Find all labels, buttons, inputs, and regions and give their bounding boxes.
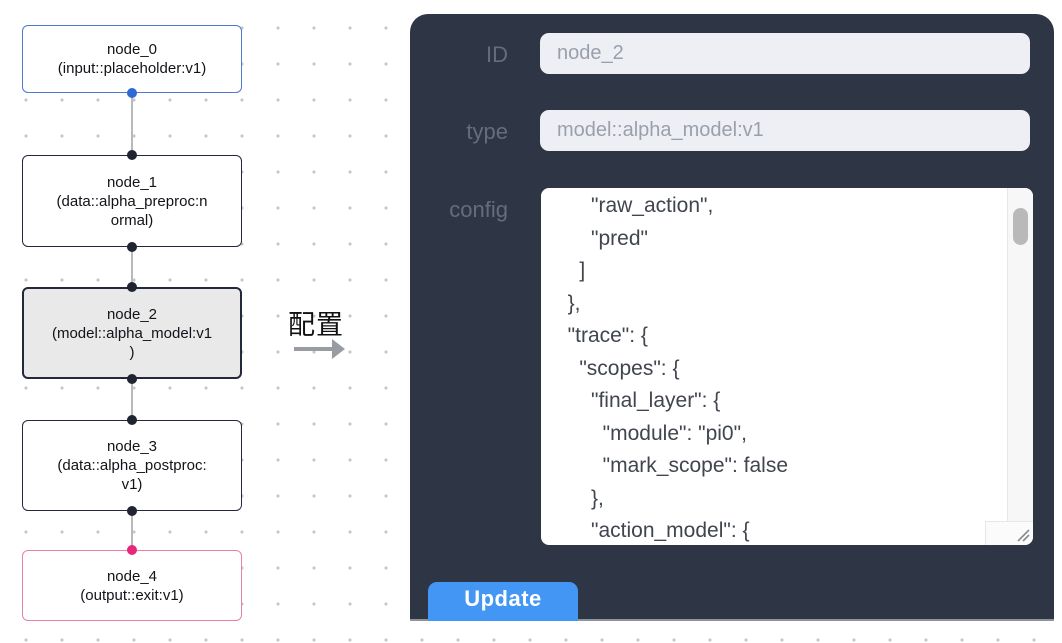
- flow-node-node_0[interactable]: node_0 (input::placeholder:v1): [22, 25, 242, 93]
- edge-node_1-node_2[interactable]: [131, 247, 133, 287]
- port-node_4-in[interactable]: [127, 545, 137, 555]
- type-field-label: type: [466, 119, 508, 144]
- config-field-label: config: [449, 197, 508, 222]
- id-input[interactable]: [540, 33, 1030, 74]
- flow-canvas: node_0 (input::placeholder:v1) node_1 (d…: [0, 0, 410, 643]
- flow-node-node_4[interactable]: node_4 (output::exit:v1): [22, 550, 242, 621]
- node-title: node_1: [106, 173, 158, 191]
- port-node_1-out[interactable]: [127, 242, 137, 252]
- node-title: node_2: [106, 305, 158, 323]
- configure-label: 配置: [288, 310, 344, 340]
- node-subtitle: (output::exit:v1): [80, 586, 184, 604]
- arrow-right-head-icon: [332, 339, 345, 359]
- configure-annotation: 配置: [288, 303, 398, 359]
- resize-grip-icon[interactable]: [1014, 526, 1030, 542]
- node-subtitle: ): [129, 343, 135, 361]
- update-button[interactable]: Update: [428, 582, 578, 621]
- arrow-right-icon: [294, 347, 332, 351]
- node-subtitle: ormal): [110, 211, 154, 229]
- port-node_3-in[interactable]: [127, 415, 137, 425]
- edge-node_3-node_4[interactable]: [131, 511, 133, 550]
- port-node_0-out[interactable]: [127, 88, 137, 98]
- port-node_1-in[interactable]: [127, 150, 137, 160]
- node-title: node_0: [106, 41, 158, 58]
- config-textarea[interactable]: "raw_action", "pred" ] }, "trace": { "sc…: [541, 188, 1033, 545]
- config-scrollbar-track[interactable]: [1007, 188, 1033, 521]
- node-subtitle: (data::alpha_postproc:: [57, 457, 207, 474]
- edge-node_2-node_3[interactable]: [131, 379, 133, 420]
- config-json-text[interactable]: "raw_action", "pred" ] }, "trace": { "sc…: [567, 194, 788, 542]
- flow-node-node_1[interactable]: node_1 (data::alpha_preproc:n ormal): [22, 155, 242, 247]
- port-node_3-out[interactable]: [127, 506, 137, 516]
- node-title: node_3: [106, 438, 158, 455]
- node-subtitle: (model::alpha_model:v1: [51, 324, 213, 342]
- config-scroll-corner: [985, 521, 1033, 545]
- edge-node_0-node_1[interactable]: [131, 93, 133, 155]
- node-subtitle: (data::alpha_preproc:n: [56, 192, 208, 210]
- node-config-panel: ID type config "raw_action", "pred" ] },…: [410, 14, 1054, 621]
- type-input[interactable]: [540, 110, 1030, 151]
- id-field-label: ID: [486, 42, 508, 67]
- node-subtitle: (input::placeholder:v1): [57, 60, 207, 77]
- node-title: node_4: [106, 567, 158, 585]
- config-scrollbar-thumb[interactable]: [1013, 208, 1028, 245]
- port-node_2-out[interactable]: [127, 374, 137, 384]
- node-subtitle: v1): [121, 476, 143, 493]
- flow-node-node_3[interactable]: node_3 (data::alpha_postproc: v1): [22, 420, 242, 511]
- port-node_2-in[interactable]: [127, 282, 137, 292]
- flow-node-node_2-selected[interactable]: node_2 (model::alpha_model:v1 ): [22, 287, 242, 379]
